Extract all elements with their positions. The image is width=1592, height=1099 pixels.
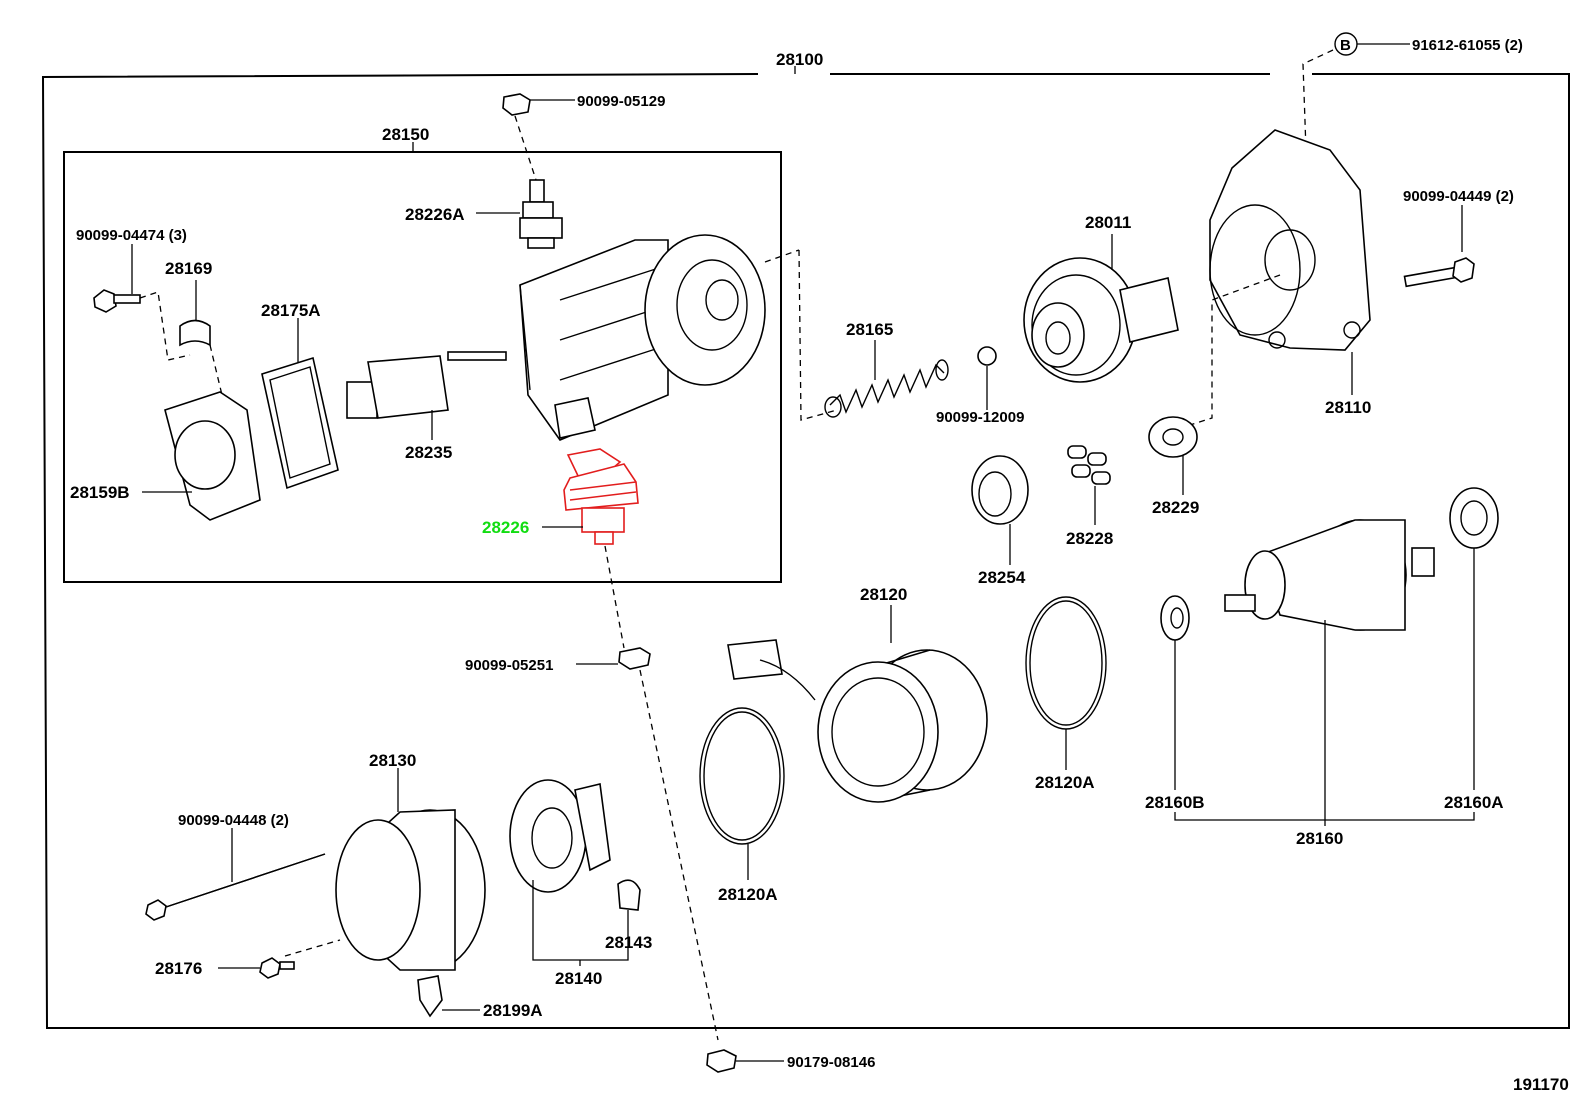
label-28159B: 28159B bbox=[70, 483, 130, 502]
label-90179-08146: 90179-08146 bbox=[787, 1054, 875, 1071]
yoke-28120 bbox=[727, 605, 988, 803]
grommet-28199A bbox=[417, 975, 480, 1018]
label-28175A: 28175A bbox=[261, 301, 321, 320]
label-28110: 28110 bbox=[1325, 398, 1371, 417]
label-28176: 28176 bbox=[155, 959, 202, 978]
group-28160-bracket bbox=[1174, 812, 1475, 826]
label-90099-04449: 90099-04449 (2) bbox=[1403, 188, 1514, 205]
brush-spring-28143 bbox=[617, 879, 641, 940]
screw-28176 bbox=[218, 957, 295, 979]
label-90099-12009: 90099-12009 bbox=[936, 409, 1024, 426]
label-90099-05129: 90099-05129 bbox=[577, 93, 665, 110]
label-28254: 28254 bbox=[978, 568, 1026, 587]
label-28228: 28228 bbox=[1066, 529, 1113, 548]
label-28011: 28011 bbox=[1085, 213, 1131, 232]
label-28199A: 28199A bbox=[483, 1001, 543, 1020]
bolt-90099-04474 bbox=[93, 244, 191, 361]
label-28226-highlighted: 28226 bbox=[482, 518, 529, 537]
nut-90099-05251 bbox=[576, 647, 719, 1041]
label-90099-05251: 90099-05251 bbox=[465, 657, 553, 674]
label-90099-04448: 90099-04448 (2) bbox=[178, 812, 289, 829]
gear-28254 bbox=[971, 455, 1029, 565]
nut-90179-08146 bbox=[706, 1049, 784, 1073]
label-28120A-top: 28120A bbox=[1035, 773, 1095, 792]
label-28169: 28169 bbox=[165, 259, 212, 278]
callout-b bbox=[1302, 32, 1410, 151]
ball-90099-12009 bbox=[977, 346, 997, 410]
group-28140-label: 28140 bbox=[555, 969, 602, 988]
label-28120: 28120 bbox=[860, 585, 907, 604]
label-28160B: 28160B bbox=[1145, 793, 1205, 812]
label-90099-04474: 90099-04474 (3) bbox=[76, 227, 187, 244]
label-28229: 28229 bbox=[1152, 498, 1199, 517]
end-frame-28130 bbox=[284, 768, 486, 971]
terminal-28226A bbox=[476, 179, 563, 249]
group-28150-frame bbox=[63, 142, 782, 583]
clip-28169 bbox=[179, 280, 223, 396]
oring-28120A-right bbox=[1025, 596, 1107, 770]
holder-28229 bbox=[1148, 416, 1198, 495]
solenoid-housing bbox=[519, 234, 838, 441]
drive-housing-28110 bbox=[1189, 129, 1371, 426]
gasket-28175A bbox=[261, 318, 339, 490]
cover-28159B bbox=[142, 391, 261, 521]
clutch-28011 bbox=[1023, 234, 1179, 383]
bolt-90099-04449 bbox=[1403, 205, 1475, 288]
label-28130: 28130 bbox=[369, 751, 416, 770]
label-28160A: 28160A bbox=[1444, 793, 1504, 812]
label-28165: 28165 bbox=[846, 320, 893, 339]
assembly-label: 28100 bbox=[776, 50, 823, 69]
label-28226A: 28226A bbox=[405, 205, 465, 224]
bearing-28160B bbox=[1160, 595, 1190, 790]
through-bolt-90099-04448 bbox=[145, 828, 326, 921]
label-91612: 91612-61055 (2) bbox=[1412, 37, 1523, 54]
group-28150-label: 28150 bbox=[382, 125, 429, 144]
bearing-28160A bbox=[1449, 487, 1499, 790]
group-28160-label: 28160 bbox=[1296, 829, 1343, 848]
figure-number: 191170 bbox=[1513, 1075, 1569, 1094]
brush-holder-28140 bbox=[509, 779, 611, 893]
rollers-28228 bbox=[1067, 445, 1111, 525]
assembly-frame bbox=[41, 66, 1570, 1029]
callout-b-letter: B bbox=[1340, 37, 1351, 54]
plunger-28235 bbox=[346, 351, 507, 440]
oring-28120A-left bbox=[699, 707, 785, 880]
group-28140-bracket bbox=[532, 880, 629, 966]
label-28235: 28235 bbox=[405, 443, 452, 462]
contact-plate-28226-highlighted bbox=[542, 448, 639, 649]
label-28120A-bottom: 28120A bbox=[718, 885, 778, 904]
armature-28160 bbox=[1224, 519, 1435, 818]
nut-90099-05129 bbox=[502, 93, 575, 184]
spring-28165 bbox=[824, 340, 949, 418]
